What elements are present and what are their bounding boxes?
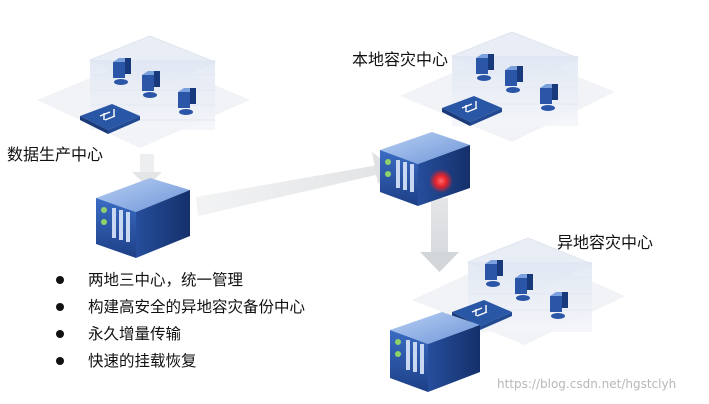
server-tower-icon: [178, 88, 196, 115]
network-switch-icon: [442, 96, 502, 126]
flow-arrow-down-to-production-server: [132, 154, 162, 186]
bullet-icon: [56, 357, 64, 365]
bullet-icon: [56, 330, 64, 338]
local-dr-center-cluster: [400, 31, 615, 142]
feature-list-item: 构建高安全的异地容灾备份中心: [56, 294, 305, 321]
feature-list-item: 永久增量传输: [56, 321, 305, 348]
server-tower-icon: [505, 66, 523, 93]
remote-dr-center-cluster: [412, 237, 625, 345]
flow-arrow-local-to-remote: [420, 198, 459, 272]
network-switch-icon: [80, 104, 140, 134]
feature-text: 永久增量传输: [88, 325, 182, 343]
feature-text: 构建高安全的异地容灾备份中心: [88, 298, 306, 316]
bullet-icon: [56, 276, 64, 284]
server-tower-icon: [476, 54, 494, 81]
server-tower-icon: [550, 292, 568, 319]
production-center-cluster: [37, 35, 250, 148]
local-dr-server: [380, 132, 470, 206]
feature-text: 两地三中心，统一管理: [88, 271, 244, 289]
server-tower-icon: [142, 71, 160, 98]
server-tower-icon: [515, 274, 533, 301]
production-server: [96, 178, 190, 258]
server-tower-icon: [113, 58, 131, 85]
server-tower-icon: [540, 84, 558, 111]
source-watermark: https://blog.csdn.net/hgstclyh: [497, 377, 677, 391]
production-center-label: 数据生产中心: [7, 145, 104, 164]
server-tower-icon: [485, 260, 503, 287]
remote-dr-server: [390, 312, 480, 392]
bullet-icon: [56, 303, 64, 311]
remote-dr-center-label: 异地容灾中心: [557, 233, 654, 252]
feature-list-item: 两地三中心，统一管理: [56, 267, 305, 294]
flow-arrow-production-to-local: [196, 152, 396, 216]
feature-list: 两地三中心，统一管理 构建高安全的异地容灾备份中心 永久增量传输 快速的挂载恢复: [56, 267, 305, 375]
feature-list-item: 快速的挂载恢复: [56, 348, 305, 375]
feature-text: 快速的挂载恢复: [88, 352, 197, 370]
alert-light-icon: [429, 169, 453, 193]
local-dr-center-label: 本地容灾中心: [352, 50, 449, 69]
